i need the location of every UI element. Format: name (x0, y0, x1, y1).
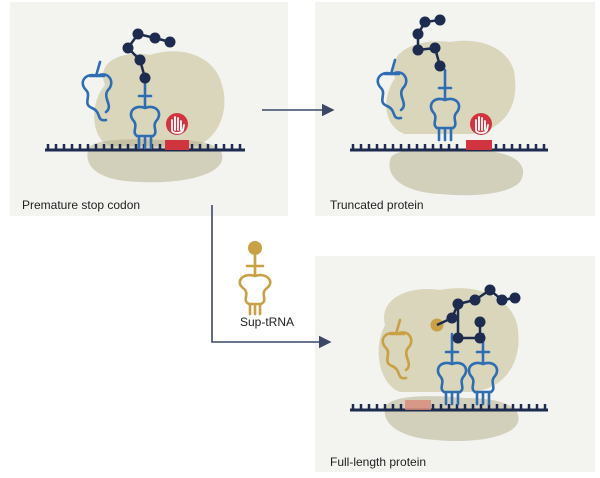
peptide-chain (436, 284, 521, 344)
stop-hand-icon (166, 113, 188, 135)
caption-truncated: Truncated protein (330, 198, 424, 212)
peptide-chain (412, 14, 446, 72)
mrna-strand (45, 144, 245, 152)
peptide-chain (122, 28, 176, 84)
stop-codon (165, 140, 189, 150)
panel-truncated: Truncated protein (315, 2, 595, 216)
arrow-to-full-length (211, 205, 332, 349)
panel-full-length: Full-length protein (315, 256, 595, 472)
caption-full-length: Full-length protein (330, 455, 426, 469)
stop-codon (466, 140, 492, 150)
mrna-strand (350, 144, 548, 152)
caption-premature: Premature stop codon (22, 198, 140, 212)
panel-premature: Premature stop codon (10, 2, 288, 216)
sup-trna-label: Sup-tRNA (240, 315, 294, 329)
trna-left (376, 58, 408, 120)
stop-hand-icon (470, 113, 492, 135)
sup-trna-free-amino-acid (248, 241, 262, 255)
sup-trna-docked (381, 318, 413, 380)
sup-trna-free-shape (238, 252, 272, 316)
ribosome-small-subunit (389, 148, 524, 196)
ribosome-large-subunit (94, 51, 225, 146)
ribosome-large-subunit (378, 288, 519, 392)
stop-codon-readthrough (405, 400, 431, 410)
trna-left (81, 60, 113, 122)
sup-trna-free: Sup-tRNA (238, 241, 294, 329)
